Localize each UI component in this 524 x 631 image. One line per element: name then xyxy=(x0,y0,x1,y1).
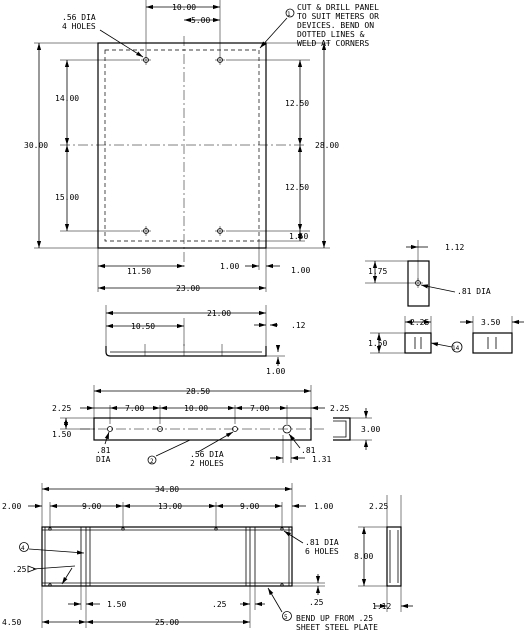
dim-7-00: 7.00 xyxy=(250,404,269,413)
dim-7-00: 7.00 xyxy=(125,404,144,413)
holes-note: .56 DIA xyxy=(62,13,96,22)
dim-4-50: 4.50 xyxy=(2,618,21,627)
panel-dim-5: 5.00 xyxy=(191,16,210,25)
hole xyxy=(141,226,151,236)
marker-5: 5 xyxy=(284,614,288,621)
dim-9-00: 9.00 xyxy=(240,502,259,511)
bend-note: BEND UP FROM .25 xyxy=(296,614,373,623)
panel-dim-1150: 11.50 xyxy=(127,267,151,276)
dim-2-25: 2.25 xyxy=(52,404,71,413)
bar-holes: .56 DIA xyxy=(190,450,224,459)
dim-1-50: 1.50 xyxy=(368,339,387,348)
panel-dim-14: 14.00 xyxy=(55,94,79,103)
dim-1-50: 1.50 xyxy=(52,430,71,439)
bar-dia-right: .81 xyxy=(301,446,316,455)
dim-28-50: 28.50 xyxy=(186,387,210,396)
dim-2-25: 2.25 xyxy=(330,404,349,413)
side-view: 21.00 10.50 .12 1.00 xyxy=(105,305,306,376)
bar-holes-2: 2 HOLES xyxy=(190,459,224,468)
marker-2: 2 xyxy=(150,458,154,465)
hole xyxy=(215,55,225,65)
bar-dia-81-2: DIA xyxy=(96,455,111,464)
panel-note: WELD AT CORNERS xyxy=(297,39,369,48)
dim-1-75: 1.75 xyxy=(368,267,387,276)
dim-012: .12 xyxy=(291,321,306,330)
dim-025: .25 xyxy=(309,598,324,607)
box-view: 34.80 2.00 9.00 13.00 9.00 1.00 2.25 4 .… xyxy=(2,483,413,631)
small-part-view: 1.12 1.75 .81 DIA 2.25 3.50 1.50 14 xyxy=(365,240,524,354)
bar-dia-81: .81 xyxy=(96,446,111,455)
dim-13-00: 13.00 xyxy=(158,502,182,511)
panel-dim-100: 1.00 xyxy=(220,262,239,271)
box-holes: .81 DIA xyxy=(305,538,339,547)
hole xyxy=(141,55,151,65)
dim-1-12: 1.12 xyxy=(445,243,464,252)
hole xyxy=(215,226,225,236)
panel-dim-10: 10.00 xyxy=(172,3,196,12)
dim-1-50: 1.50 xyxy=(107,600,126,609)
dim-3-50: 3.50 xyxy=(481,318,500,327)
dim-025: .25 xyxy=(212,600,227,609)
dim-2-25: 2.25 xyxy=(410,318,429,327)
dim-10-00: 10.00 xyxy=(184,404,208,413)
dim-21: 21.00 xyxy=(207,309,231,318)
holes-note-2: 4 HOLES xyxy=(62,22,96,31)
dim-3-00: 3.00 xyxy=(361,425,380,434)
panel-note: DOTTED LINES & xyxy=(297,30,365,39)
panel-dim-1250: 12.50 xyxy=(285,183,309,192)
dim-25-00: 25.00 xyxy=(155,618,179,627)
dim-025: .25 xyxy=(12,565,27,574)
dim-8-00: 8.00 xyxy=(354,552,373,561)
panel-note: TO SUIT METERS OR xyxy=(297,12,379,21)
dim-1-00: 1.00 xyxy=(314,502,333,511)
panel-bend-line xyxy=(104,49,260,242)
panel-view: 10.00 5.00 .56 DIA 4 HOLES 1 CUT & DRILL… xyxy=(24,0,379,293)
dim-1-00: 1.00 xyxy=(266,367,285,376)
panel-dim-1250: 12.50 xyxy=(285,99,309,108)
panel-dim-150: 1.50 xyxy=(289,232,308,241)
marker-14: 14 xyxy=(452,345,460,352)
panel-note: CUT & DRILL PANEL xyxy=(297,3,379,12)
bend-note-2: SHEET STEEL PLATE xyxy=(296,623,378,631)
panel-note: DEVICES. BEND ON xyxy=(297,21,374,30)
dim-1-12: 1.12 xyxy=(372,602,391,611)
dim-2-00: 2.00 xyxy=(2,502,21,511)
panel-dim-28: 28.00 xyxy=(315,141,339,150)
bar-view: 28.50 2.25 7.00 10.00 7.00 2.25 1.50 3.0… xyxy=(52,385,380,468)
dim-1-31: 1.31 xyxy=(312,455,331,464)
dim-2-25: 2.25 xyxy=(369,502,388,511)
marker-4: 4 xyxy=(21,545,25,552)
box-holes-2: 6 HOLES xyxy=(305,547,339,556)
panel-outline xyxy=(97,42,267,249)
dim-9-00: 9.00 xyxy=(82,502,101,511)
dim-dia-81: .81 DIA xyxy=(457,287,491,296)
panel-dim-23: 23.00 xyxy=(176,284,200,293)
panel-dim-15: 15.00 xyxy=(55,193,79,202)
panel-dim-30: 30.00 xyxy=(24,141,48,150)
dim-10-50: 10.50 xyxy=(131,322,155,331)
marker-1: 1 xyxy=(287,11,291,18)
dim-34-80: 34.80 xyxy=(155,485,179,494)
panel-dim-100: 1.00 xyxy=(291,266,310,275)
